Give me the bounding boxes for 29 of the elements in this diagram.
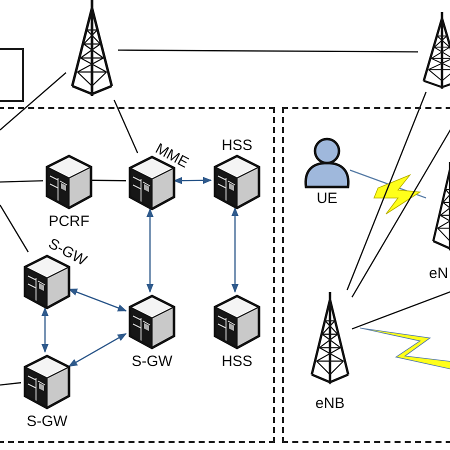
node-label: HSS bbox=[220, 354, 254, 370]
connector-line bbox=[68, 333, 127, 367]
frame-box bbox=[0, 48, 24, 102]
node-label: PCRF bbox=[48, 214, 90, 230]
node-label: S-GW bbox=[26, 414, 68, 430]
wireless-link bbox=[350, 170, 426, 214]
node-label: S-GW bbox=[130, 354, 174, 370]
connector-line bbox=[91, 180, 126, 182]
connector-line bbox=[0, 180, 44, 183]
connector-line bbox=[0, 382, 22, 386]
connector-line bbox=[173, 176, 212, 184]
connector-line bbox=[118, 50, 418, 53]
node-label: eN bbox=[429, 266, 448, 282]
connector-line bbox=[352, 289, 450, 330]
connector-line bbox=[231, 207, 239, 293]
node-label: HSS bbox=[220, 138, 254, 154]
dashed-region bbox=[0, 107, 275, 443]
connector-line bbox=[146, 208, 154, 293]
dashed-region bbox=[282, 107, 450, 443]
connector-line bbox=[114, 100, 138, 154]
node-label: MME bbox=[152, 141, 191, 172]
connector-line bbox=[68, 288, 127, 312]
connector-line bbox=[41, 307, 49, 353]
node-label: UE bbox=[316, 191, 338, 207]
connector-line bbox=[0, 72, 66, 130]
node-label: eNB bbox=[314, 396, 346, 412]
connector-line bbox=[346, 92, 427, 290]
node-label: S-GW bbox=[46, 236, 90, 270]
connector-line bbox=[0, 204, 29, 252]
